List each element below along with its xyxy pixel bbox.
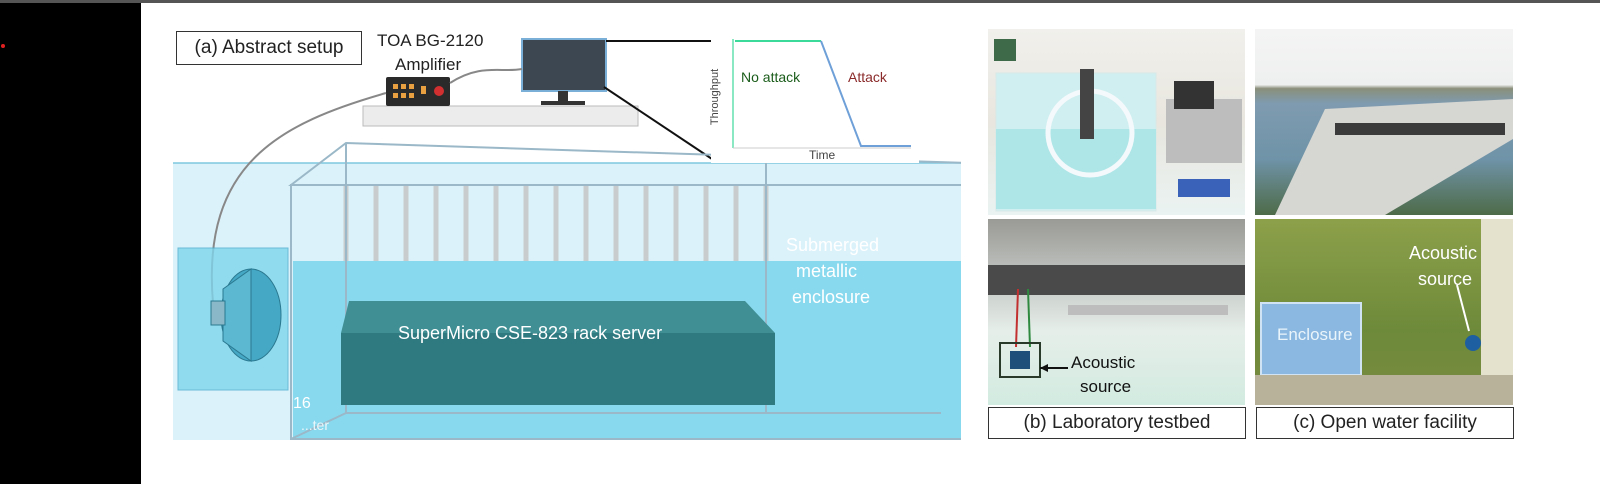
pool-source-arrow (1456, 284, 1470, 332)
throughput-inset-plot (732, 39, 911, 149)
throughput-inset: No attack Attack Throughput Time (709, 33, 919, 163)
inset-ylabel: Throughput (709, 68, 722, 126)
no-attack-label: No attack (741, 69, 801, 85)
lab-desk (1166, 99, 1242, 163)
lab-photo-bottom: Acoustic source (988, 219, 1245, 405)
lab-source-label-line2: source (1080, 377, 1132, 396)
panel-c-title: (c) Open water facility (1256, 407, 1514, 439)
lab-board (994, 39, 1016, 61)
lab-mount (1080, 69, 1094, 139)
desk (362, 105, 639, 127)
top-border (0, 0, 1600, 3)
lab-source-arrowhead (1040, 364, 1048, 372)
monitor-base (541, 101, 585, 105)
enclosure-label-line1: Submerged (786, 235, 880, 255)
panel-a-title: (a) Abstract setup (176, 31, 362, 65)
inset-xlabel: Time (809, 148, 836, 162)
open-water-enclosure-label: Enclosure (1277, 325, 1353, 344)
speaker-mount (210, 300, 226, 326)
amplifier-label-line2: Amplifier (395, 55, 462, 74)
pool-source (1465, 335, 1481, 351)
lab-cable-red (1015, 288, 1019, 348)
abstract-setup-diagram (173, 38, 961, 440)
dock-illustration (1275, 99, 1513, 215)
attack-label: Attack (848, 69, 887, 85)
pool-edge (1481, 219, 1513, 405)
lab-box (1178, 179, 1230, 197)
panel-b-title: (b) Laboratory testbed (988, 407, 1246, 439)
speaker-partial-label-1: 16 (293, 395, 311, 412)
lab-source-cage (999, 342, 1041, 378)
lab-source-device (1010, 351, 1030, 369)
open-water-source-label-line2: source (1418, 269, 1473, 289)
pointer-dot (1, 44, 5, 48)
lab-rail (1068, 305, 1228, 315)
attack-line (820, 40, 911, 147)
lab-computer (1174, 81, 1214, 109)
lab-rig-illustration (988, 265, 1245, 378)
enclosure-label-line3: enclosure (792, 287, 871, 307)
dock-float (1335, 123, 1505, 135)
figure-slide: (a) Abstract setup TOA BG-2120 Amplifier… (141, 3, 1600, 484)
pool-illustration (1255, 219, 1513, 405)
open-water-photo-top (1255, 29, 1513, 215)
monitor (521, 38, 607, 92)
server-label: SuperMicro CSE-823 rack server (398, 323, 663, 343)
lab-photo-top (988, 29, 1245, 215)
amplifier-cable (449, 68, 523, 84)
monitor-stand (558, 91, 568, 101)
enclosure-label-line2: metallic (796, 261, 858, 281)
open-water-photo-bottom: Acoustic source Enclosure (1255, 219, 1513, 405)
server-front (341, 333, 775, 405)
server-top (341, 301, 775, 333)
speaker-partial-label-2: ...ter (301, 417, 330, 433)
zoom-line-bottom (603, 86, 716, 162)
lab-source-label-line1: Acoustic (1071, 353, 1136, 372)
lab-tank-illustration (994, 39, 1242, 212)
pool-deck (1255, 375, 1513, 405)
amplifier-knobs (393, 84, 444, 98)
lab-beam (988, 265, 1245, 295)
dock (1275, 99, 1513, 215)
lab-cable-green (1027, 288, 1031, 348)
open-water-source-label-line1: Acoustic (1409, 243, 1478, 263)
amplifier-label-line1: TOA BG-2120 (377, 31, 484, 50)
